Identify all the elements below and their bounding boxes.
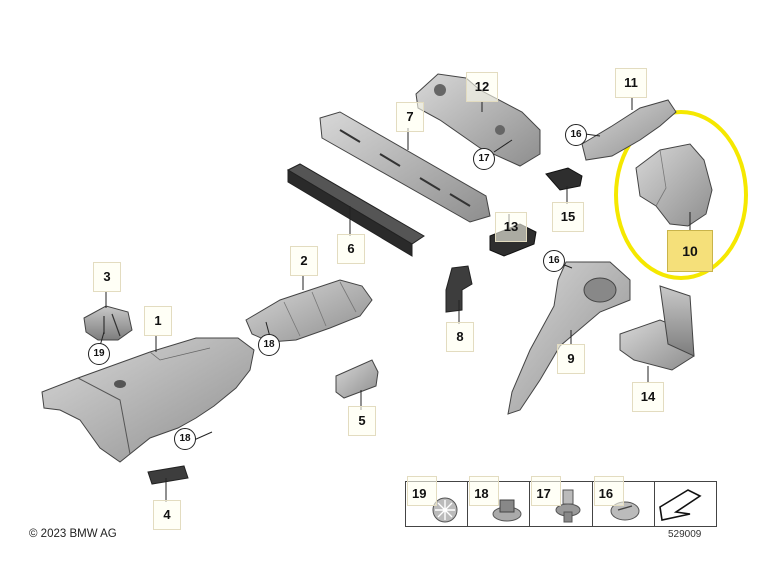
- legend-number: 16: [598, 486, 614, 501]
- part-3-shape: [83, 305, 133, 341]
- part-9-shape: [507, 261, 631, 415]
- part-7-shape: [319, 111, 491, 223]
- part-label-4: 4: [153, 500, 181, 530]
- part-2-shape: [245, 279, 373, 343]
- callout-18-part1: 18: [174, 428, 196, 450]
- callout-16-lower: 16: [543, 250, 565, 272]
- legend-cell-18: 18: [468, 476, 531, 526]
- part-label-6: 6: [337, 234, 365, 264]
- legend-cell-17: 17: [530, 476, 593, 526]
- part-label-12: 12: [466, 72, 498, 102]
- part-12-shape: [415, 73, 541, 167]
- part-14-shape: [619, 285, 695, 371]
- legend-cell-19: 19: [406, 476, 469, 526]
- callout-18-part2: 18: [258, 334, 280, 356]
- legend-cell-16: 16: [593, 476, 655, 526]
- part-label-13: 13: [495, 212, 527, 242]
- part-label-11: 11: [615, 68, 647, 98]
- callout-17: 17: [473, 148, 495, 170]
- part-15-shape: [545, 167, 583, 191]
- part-label-3: 3: [93, 262, 121, 292]
- legend-number: 18: [474, 486, 489, 501]
- part-4-shape: [147, 465, 189, 485]
- legend-number: 19: [412, 486, 427, 501]
- part-5-shape: [335, 359, 379, 399]
- legend-cell-arrow: [655, 482, 716, 526]
- part-label-7: 7: [396, 102, 424, 132]
- fastener-legend: 19 18 17 16: [405, 476, 717, 527]
- part-label-9: 9: [557, 344, 585, 374]
- part-label-5: 5: [348, 406, 376, 436]
- diagram-reference-number: 529009: [668, 529, 702, 540]
- highlight-ring: [614, 110, 748, 280]
- part-label-1: 1: [144, 306, 172, 336]
- legend-drawings: [432, 489, 702, 523]
- part-label-2: 2: [290, 246, 318, 276]
- callout-16-upper: 16: [565, 124, 587, 146]
- part-label-8: 8: [446, 322, 474, 352]
- part-1-shape: [41, 337, 255, 463]
- part-11-shape: [581, 99, 677, 161]
- part-label-10: 10: [667, 230, 713, 272]
- part-10-shape: [635, 143, 713, 227]
- part-8-shape: [445, 265, 473, 313]
- part-label-15: 15: [552, 202, 584, 232]
- legend-number: 17: [536, 486, 551, 501]
- copyright-text: © 2023 BMW AG: [29, 528, 117, 540]
- part-label-14: 14: [632, 382, 664, 412]
- callout-19: 19: [88, 343, 110, 365]
